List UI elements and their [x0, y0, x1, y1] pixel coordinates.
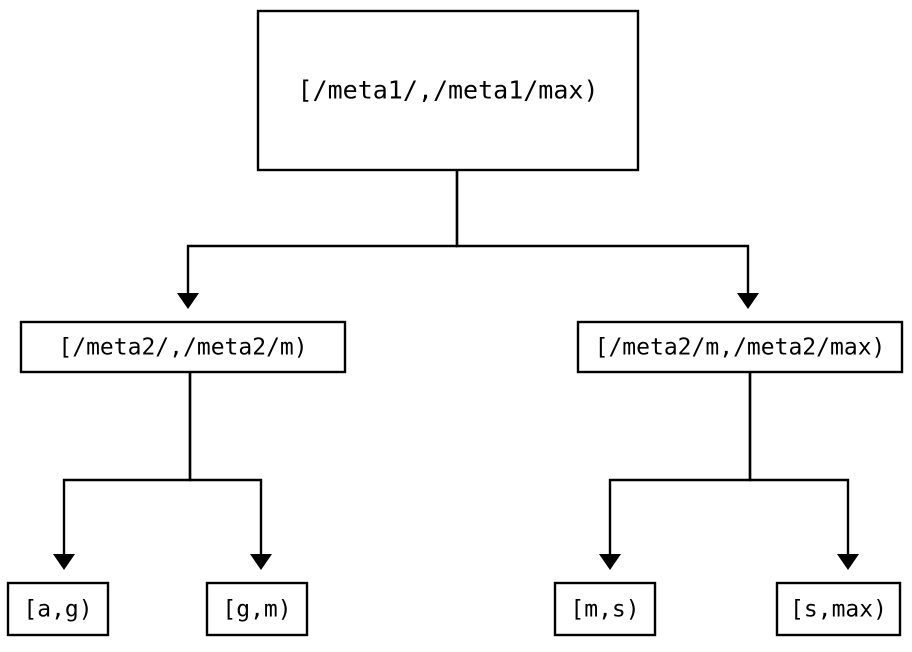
arrow-down-icon-leaf-a-g — [53, 554, 75, 570]
node-leaf-a-g[interactable]: [a,g) — [6, 581, 110, 637]
node-leaf-m-s-box[interactable] — [553, 581, 657, 637]
node-level2-right-label: [/meta2/m,/meta2/max) — [595, 335, 886, 361]
node-leaf-a-g-box[interactable] — [6, 581, 110, 637]
edge-level2-right-to-leaf-s-max — [748, 372, 850, 554]
node-level2-right-box[interactable] — [576, 320, 904, 374]
edge-root-to-level2-right — [455, 170, 750, 293]
node-level2-right[interactable]: [/meta2/m,/meta2/max) — [576, 320, 904, 374]
node-leaf-m-s[interactable]: [m,s) — [553, 581, 657, 637]
arrow-down-icon-level2-right — [737, 293, 759, 309]
edge-layer — [62, 170, 850, 554]
node-leaf-s-max-box[interactable] — [775, 581, 902, 637]
node-level2-left-box[interactable] — [19, 320, 347, 374]
node-leaf-g-m-label: [g,m) — [222, 597, 291, 623]
arrowhead-layer — [53, 293, 859, 570]
node-leaf-g-m[interactable]: [g,m) — [205, 581, 309, 637]
edge-root-to-level2-left — [186, 170, 459, 293]
edge-level2-left-to-leaf-g-m — [188, 372, 263, 554]
node-leaf-a-g-label: [a,g) — [23, 597, 92, 623]
arrow-down-icon-leaf-g-m — [250, 554, 272, 570]
edge-level2-left-to-leaf-a-g — [62, 372, 192, 554]
node-leaf-s-max[interactable]: [s,max) — [775, 581, 902, 637]
node-root-box[interactable] — [256, 9, 640, 172]
edge-level2-right-to-leaf-m-s — [608, 372, 752, 554]
node-leaf-s-max-label: [s,max) — [790, 597, 887, 623]
node-level2-left-label: [/meta2/,/meta2/m) — [58, 335, 307, 361]
node-root-label: [/meta1/,/meta1/max) — [297, 76, 598, 105]
node-leaf-g-m-box[interactable] — [205, 581, 309, 637]
arrow-down-icon-leaf-s-max — [837, 554, 859, 570]
arrow-down-icon-level2-left — [177, 293, 199, 309]
node-leaf-m-s-label: [m,s) — [570, 597, 639, 623]
arrow-down-icon-leaf-m-s — [599, 554, 621, 570]
node-root[interactable]: [/meta1/,/meta1/max) — [256, 9, 640, 172]
node-level2-left[interactable]: [/meta2/,/meta2/m) — [19, 320, 347, 374]
